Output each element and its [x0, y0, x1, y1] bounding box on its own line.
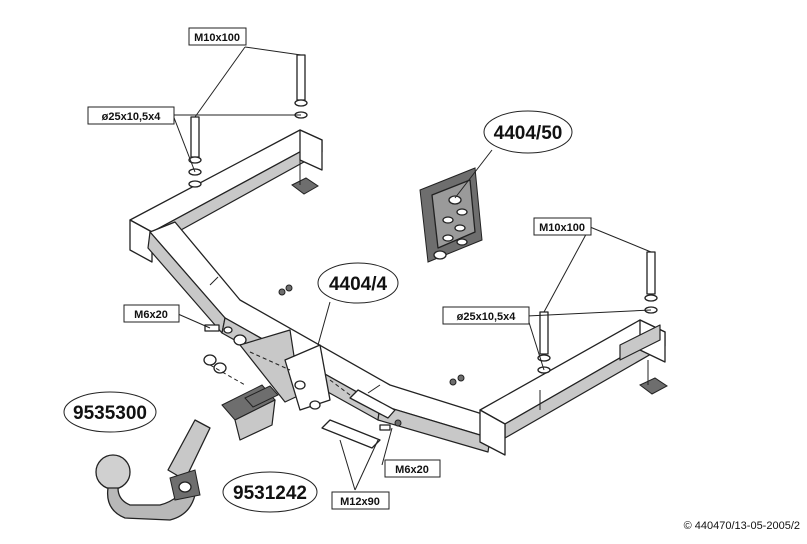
label-m10x100-top: M10x100 — [188, 27, 247, 46]
center-bracket — [239, 329, 331, 411]
label-bar-4404-4: 4404/4 — [317, 262, 399, 304]
m12-bolts — [321, 389, 396, 449]
label-text: 4404/50 — [494, 123, 563, 144]
kit-plate-4404-50 — [419, 167, 483, 263]
label-m6x20-right: M6x20 — [384, 459, 441, 478]
left-mounting-bracket — [129, 129, 323, 263]
label-bracket-9531242: 9531242 — [222, 471, 318, 513]
label-text: M10x100 — [194, 32, 240, 44]
label-m6x20-left: M6x20 — [123, 304, 180, 323]
assembly-lines — [209, 351, 351, 396]
right-mounting-bracket — [479, 319, 668, 456]
tow-ball-9535300 — [95, 419, 211, 521]
label-text: 4404/4 — [329, 274, 388, 295]
label-ball-9535300: 9535300 — [63, 391, 157, 433]
label-text: M6x20 — [134, 309, 168, 321]
label-text: 9535300 — [73, 403, 147, 424]
left-bolt-set — [188, 54, 308, 188]
label-text: ø25x10,5x4 — [457, 311, 517, 323]
label-washer-right: ø25x10,5x4 — [442, 306, 530, 325]
label-m12x90: M12x90 — [331, 491, 390, 510]
label-text: M6x20 — [395, 464, 429, 476]
label-text: 9531242 — [233, 483, 307, 504]
label-text: M10x100 — [539, 222, 585, 234]
label-kit-4404-50: 4404/50 — [483, 110, 573, 154]
copyright-text: © 440470/13-05-2005/2 — [684, 520, 800, 532]
label-washer-left: ø25x10,5x4 — [87, 106, 175, 125]
bracket-9531242 — [221, 384, 279, 441]
leader-lines — [172, 46, 652, 491]
label-m10x100-right: M10x100 — [533, 217, 592, 236]
label-text: M12x90 — [340, 496, 380, 508]
label-text: ø25x10,5x4 — [102, 111, 162, 123]
